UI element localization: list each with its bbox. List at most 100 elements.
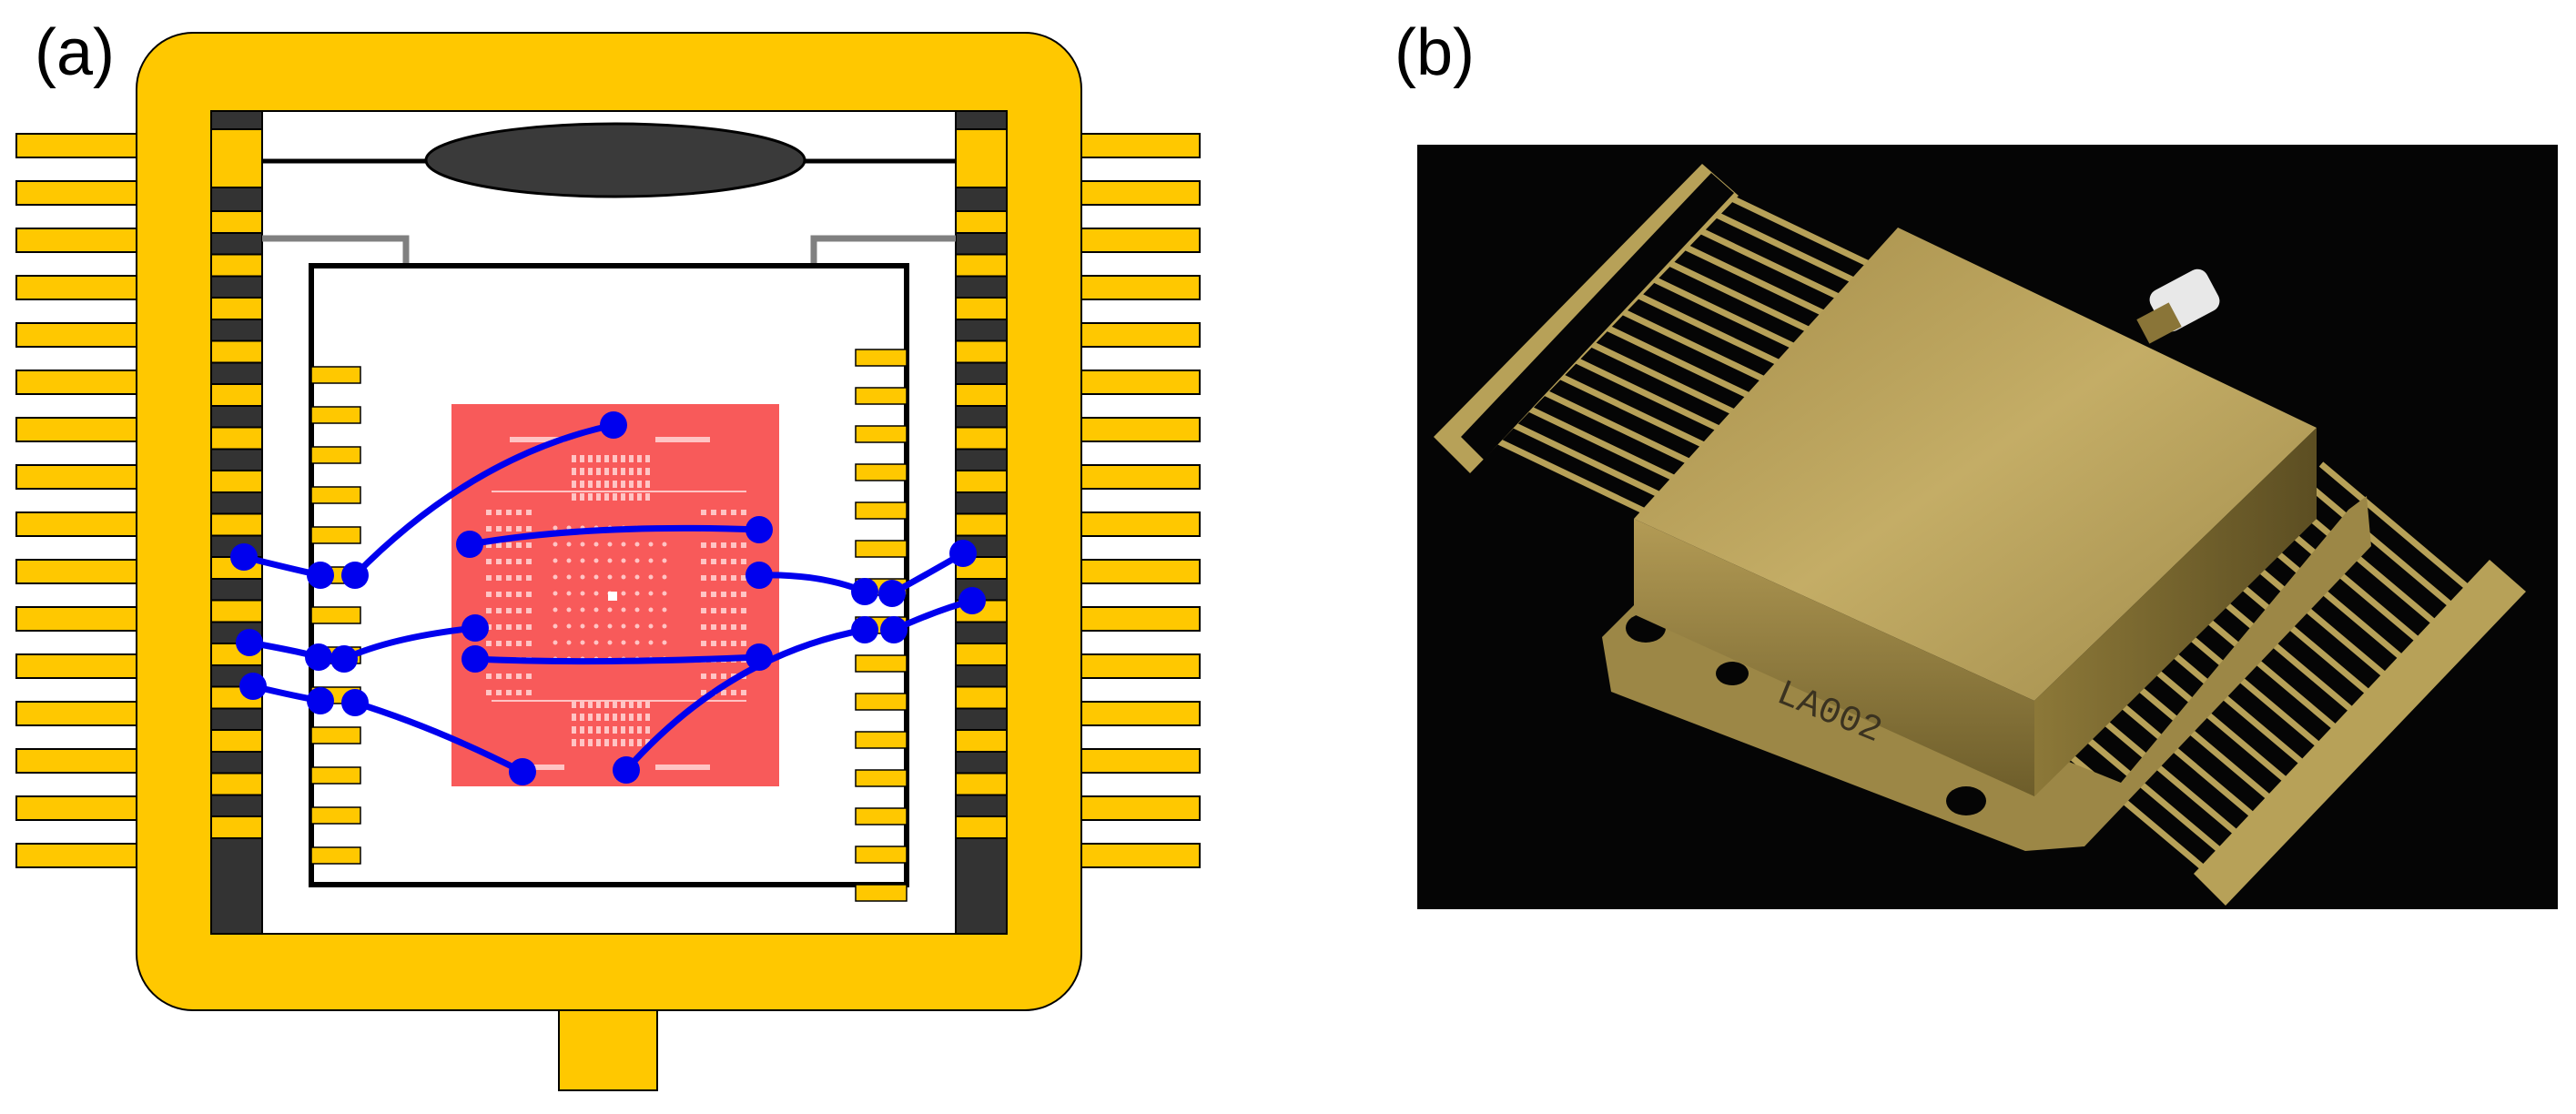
chip-element: [526, 575, 532, 581]
chip-element: [613, 468, 617, 475]
panel-label-b: (b): [1394, 16, 1475, 89]
chip-element: [486, 526, 492, 532]
chip-pad-row: [510, 765, 564, 770]
chip-element: [604, 468, 609, 475]
external-lead: [15, 701, 137, 726]
chip-via: [607, 623, 613, 629]
external-lead: [1080, 701, 1201, 726]
photo-lead: [2045, 734, 2224, 886]
chip-element: [580, 493, 584, 501]
chip-element: [486, 542, 492, 548]
bond-ball: [745, 516, 773, 543]
photonic-chip: [451, 404, 779, 786]
chip-via: [566, 623, 572, 629]
chip-element: [496, 624, 502, 630]
bond-pad: [955, 643, 1008, 666]
chip-element: [486, 624, 492, 630]
chip-element: [721, 673, 726, 679]
photo-lead: [2165, 615, 2343, 766]
chip-element: [731, 510, 736, 515]
chip-via: [634, 591, 640, 596]
chip-via: [566, 558, 572, 563]
bond-ball: [880, 616, 908, 643]
wire-bonds: [230, 411, 986, 785]
bond-ball: [745, 562, 773, 589]
chip-via: [580, 591, 585, 596]
chip-element: [506, 673, 512, 679]
bond-pad: [955, 729, 1008, 753]
external-lead: [15, 133, 137, 158]
chip-element: [701, 510, 706, 515]
chip-element: [721, 641, 726, 646]
chip-element: [588, 481, 593, 488]
substrate-pad: [855, 654, 908, 673]
chip-element: [741, 510, 746, 515]
bond-ball: [461, 645, 489, 673]
chip-element: [526, 690, 532, 695]
chip-element: [637, 455, 642, 462]
chip-via: [566, 542, 572, 547]
external-lead: [1080, 133, 1201, 158]
chip-element: [731, 641, 736, 646]
wire: [353, 699, 524, 775]
bond-ball: [230, 543, 258, 571]
chip-via: [607, 558, 613, 563]
chip-element: [621, 701, 625, 708]
external-lead: [15, 511, 137, 537]
chip-via: [662, 558, 667, 563]
substrate-pad: [310, 366, 361, 384]
package-photo: LA002: [1417, 145, 2558, 909]
substrate-pad: [855, 884, 908, 902]
chip-element: [629, 481, 634, 488]
chip-element: [629, 726, 634, 734]
chip-element: [629, 468, 634, 475]
chip-element: [629, 493, 634, 501]
external-lead: [15, 464, 137, 490]
chip-element: [588, 455, 593, 462]
external-lead: [15, 322, 137, 348]
chip-via: [593, 623, 599, 629]
bond-ball: [341, 562, 369, 589]
bond-pad: [210, 470, 263, 493]
external-lead: [1080, 606, 1201, 632]
chip-element: [572, 714, 576, 721]
chip-element: [741, 690, 746, 695]
chip-via: [553, 591, 558, 596]
substrate-pad: [855, 425, 908, 443]
chip-element: [486, 575, 492, 581]
chip-element: [516, 641, 522, 646]
chip-element: [711, 542, 716, 548]
chip-element: [596, 739, 601, 746]
bond-ball: [456, 531, 483, 558]
chip-via: [662, 591, 667, 596]
bond-pad: [955, 685, 1008, 710]
bond-pad: [955, 297, 1008, 320]
flange-hole: [1716, 662, 1749, 685]
external-lead: [1080, 843, 1201, 868]
bond-pad: [210, 815, 263, 839]
substrate-pad: [855, 349, 908, 367]
bond-ball: [341, 689, 369, 716]
bond-ball: [600, 411, 627, 439]
chip-element: [526, 526, 532, 532]
chip-via: [621, 542, 626, 547]
chip-element: [621, 726, 625, 734]
chip-element: [701, 592, 706, 597]
chip-via: [634, 542, 640, 547]
external-leads-left: [15, 133, 137, 868]
photo-lead: [2080, 700, 2257, 852]
chip-element: [496, 526, 502, 532]
photo-lead: [2063, 717, 2241, 868]
package-lid: [1634, 228, 2317, 701]
chip-element: [701, 673, 706, 679]
chip-element: [613, 455, 617, 462]
chip-element: [637, 726, 642, 734]
bond-ball: [613, 756, 640, 784]
bond-pad: [955, 210, 1008, 234]
external-lead: [15, 748, 137, 774]
bond-pad: [210, 253, 263, 278]
chip-element: [629, 714, 634, 721]
chip-via: [580, 558, 585, 563]
package-front: [1634, 519, 2034, 796]
chip-element: [506, 641, 512, 646]
